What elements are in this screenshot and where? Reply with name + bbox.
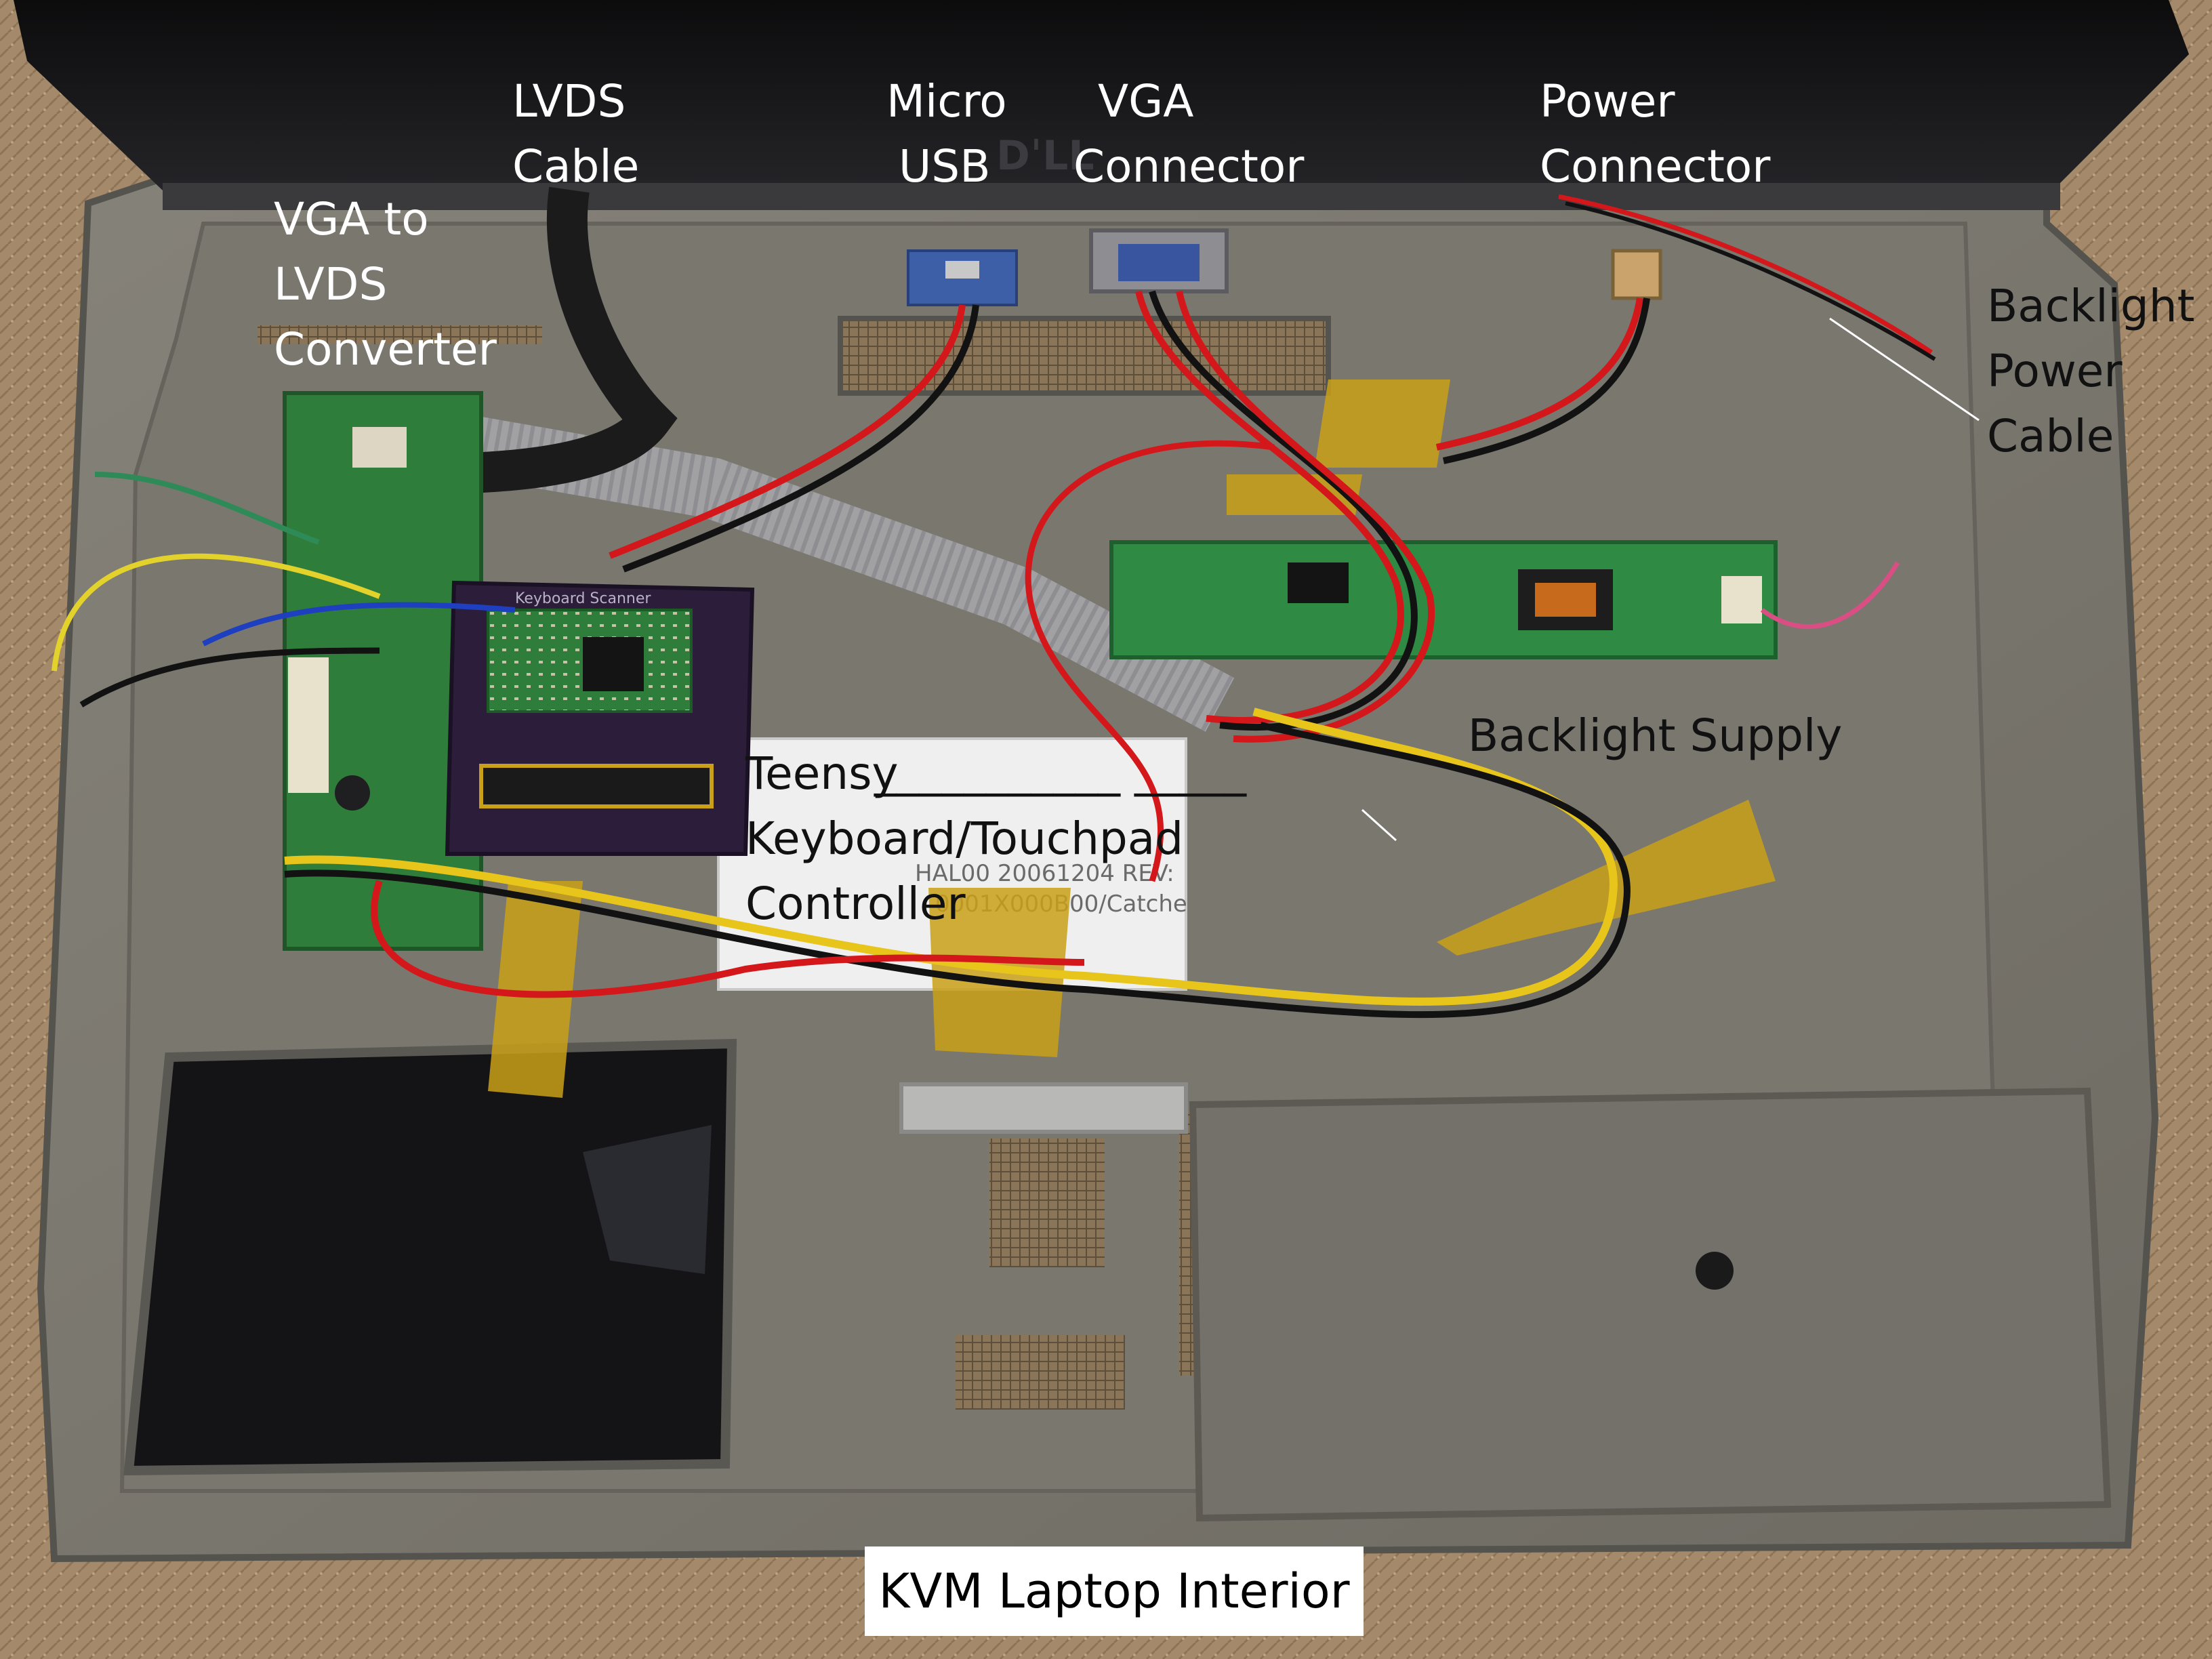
- label-power-connector-line-2: Connector: [1540, 140, 1771, 192]
- label-power-connector: Power Connector: [1540, 69, 1770, 199]
- label-micro-usb: Micro USB: [886, 69, 1007, 199]
- vent-palm-1: [989, 1139, 1105, 1267]
- label-teensy-line-2: Keyboard/Touchpad: [745, 813, 1184, 865]
- wire-yellow-jumper: [52, 553, 381, 672]
- wire-red-loop: [1025, 440, 1275, 882]
- label-backlight-supply: Backlight Supply: [1468, 710, 1843, 762]
- vent-left-slot: [258, 325, 542, 344]
- label-teensy-line-3: Controller: [745, 878, 966, 930]
- converter-chip: [352, 427, 407, 468]
- inverter-chip: [1288, 562, 1349, 603]
- wire-red-long: [371, 880, 1085, 998]
- wire-power-red: [1435, 298, 1643, 451]
- bezel-logo: DˈLL: [996, 132, 1094, 180]
- kapton-tape-1: [1315, 380, 1450, 468]
- wire-black-long: [284, 722, 1631, 1019]
- label-backlight-power-line-3: Cable: [1987, 410, 2114, 462]
- wire-black-jumper: [79, 647, 380, 708]
- bezel-lip: [163, 183, 2060, 210]
- backlight-inverter-board: [1109, 540, 1778, 659]
- right-compartment: [1189, 1087, 2112, 1522]
- wire-black-usb: [622, 304, 979, 573]
- inverter-coil: [1535, 583, 1596, 617]
- pointer-backlight-supply: [1361, 808, 1397, 842]
- wire-red-vga-1: [1135, 290, 1404, 724]
- label-lvds-cable-line-2: Cable: [512, 140, 640, 192]
- label-backlight-power-cable: Backlight Power Cable: [1987, 274, 2195, 469]
- label-micro-usb-line-1: Micro: [886, 75, 1007, 127]
- caption-box: [865, 1547, 1364, 1636]
- wire-power-black: [1442, 298, 1650, 464]
- teensy-chip: [583, 637, 644, 691]
- battery-bay-reflection: [583, 1125, 712, 1274]
- board-silkscreen: Keyboard Scanner: [515, 590, 651, 607]
- fpc-connector: [479, 764, 714, 808]
- micro-usb-port: [945, 261, 979, 279]
- vga-connector-port: [1118, 244, 1200, 281]
- metal-bracket: [899, 1082, 1188, 1134]
- label-vga-to-lvds-line-3: Converter: [274, 323, 497, 375]
- label-backlight-power-line-2: Power: [1987, 345, 2123, 397]
- label-teensy-line-1: Teensy: [745, 747, 899, 800]
- inverter-connector: [1721, 576, 1762, 623]
- kapton-tape-5: [1227, 474, 1362, 515]
- wire-backlight-power-black: [1565, 201, 1936, 361]
- label-vga-connector: VGA Connector: [1073, 69, 1304, 199]
- vent-top-left: [838, 316, 1331, 396]
- screen-bezel: [14, 0, 2189, 203]
- power-connector: [1611, 249, 1662, 300]
- wire-backlight-power: [1558, 194, 1933, 354]
- converter-connector: [288, 657, 329, 793]
- wire-red-vga-2: [1176, 290, 1435, 743]
- label-teensy-underline: ___________ _____: [874, 745, 1246, 797]
- label-vga-connector-line-2: Connector: [1073, 140, 1305, 192]
- label-vga-to-lvds-line-1: VGA to: [274, 193, 429, 245]
- converter-capacitor: [335, 775, 370, 811]
- kapton-tape-3: [488, 881, 583, 1098]
- wire-black-vga-1: [1149, 290, 1418, 731]
- label-vga-to-lvds-converter: VGA to LVDS Converter: [274, 187, 497, 382]
- label-micro-usb-line-2: USB: [899, 140, 991, 192]
- sticker-line-1: HAL00 20061204 REV:: [915, 860, 1174, 887]
- wire-red-usb: [609, 304, 966, 559]
- label-lvds-cable-line-1: LVDS: [512, 75, 626, 127]
- ribbon-cable-stripes: [435, 410, 1235, 732]
- label-teensy-controller: Teensy ___________ _____ Keyboard/Touchp…: [745, 741, 1246, 937]
- vent-palm-2: [956, 1335, 1125, 1410]
- wire-blue-jumper: [202, 602, 516, 647]
- label-vga-connector-line-1: VGA: [1098, 75, 1194, 127]
- compartment-hole: [1696, 1252, 1734, 1290]
- label-vga-to-lvds-line-2: LVDS: [274, 258, 388, 310]
- label-power-connector-line-1: Power: [1540, 75, 1675, 127]
- kapton-tape-2: [1437, 800, 1776, 956]
- wire-inverter-pink: [1760, 561, 1900, 630]
- label-backlight-power-line-1: Backlight: [1987, 280, 2195, 332]
- pointer-backlight-power: [1829, 317, 1980, 422]
- label-lvds-cable: LVDS Cable: [512, 69, 639, 199]
- wire-green-jumper: [94, 472, 320, 545]
- caption-text: KVM Laptop Interior: [878, 1563, 1350, 1619]
